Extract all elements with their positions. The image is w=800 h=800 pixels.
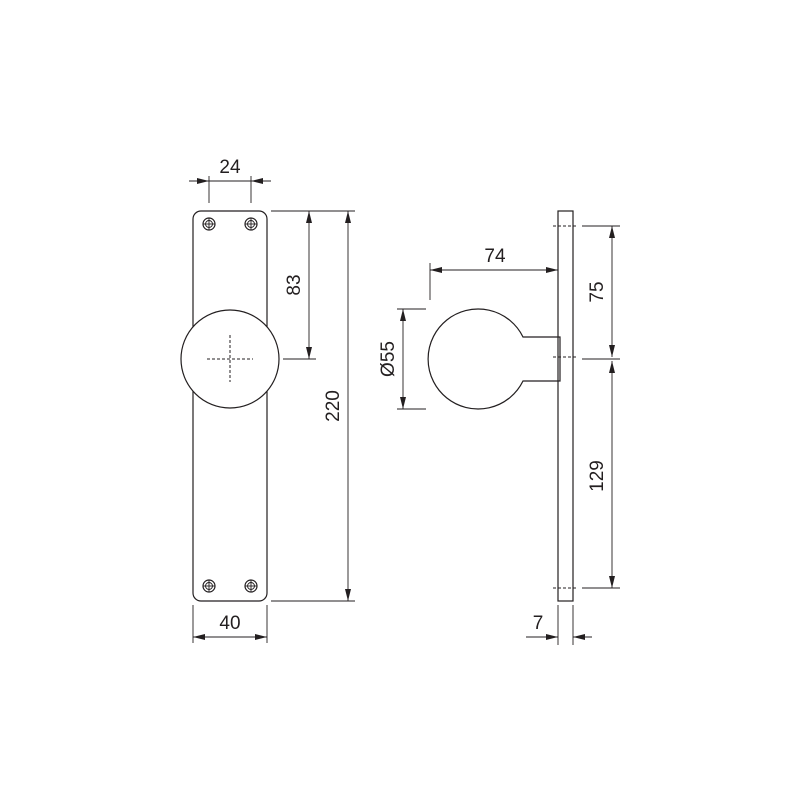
dim-83: 83: [284, 274, 305, 295]
dim-24: 24: [219, 157, 241, 178]
dim-75: 75: [587, 281, 608, 302]
back-plate: [192, 210, 268, 602]
side-view: 74 Ø55 75 129 7: [378, 210, 620, 645]
screw-icon: [202, 217, 216, 231]
plate-side: [557, 210, 574, 602]
knob-side: [427, 308, 561, 410]
dim-diameter-55: Ø55: [378, 341, 399, 377]
dim-220: 220: [323, 390, 344, 422]
dim-7: 7: [533, 613, 544, 634]
screw-icon: [244, 217, 258, 231]
dim-74: 74: [484, 246, 506, 267]
front-view: 24 83 220 40: [180, 157, 355, 643]
screw-icon: [202, 579, 216, 593]
dim-40: 40: [219, 613, 240, 634]
dim-129: 129: [587, 460, 608, 492]
screw-icon: [244, 579, 258, 593]
